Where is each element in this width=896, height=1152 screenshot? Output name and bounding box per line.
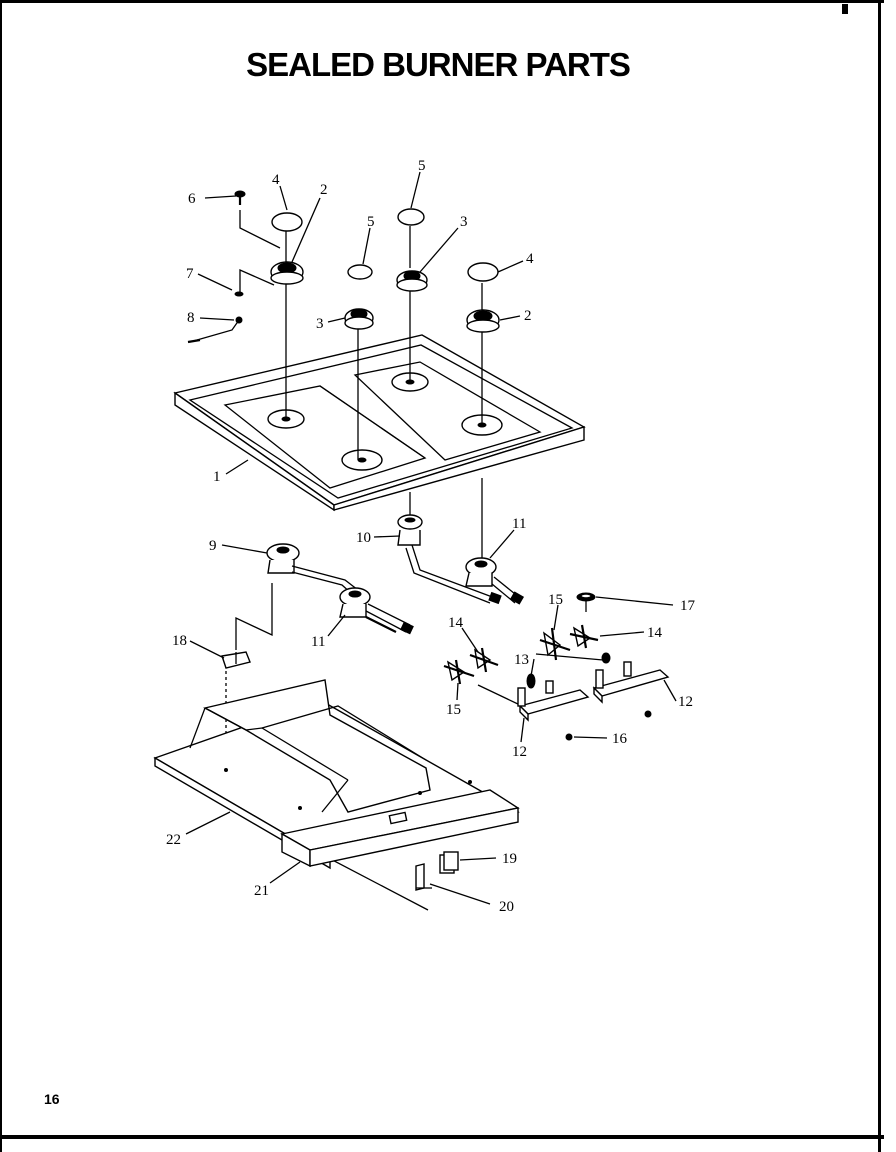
valve-15-right	[539, 627, 571, 661]
callout-7: 7	[186, 266, 194, 282]
callout-3-rear: 3	[460, 214, 468, 230]
callout-5-front: 5	[367, 214, 375, 230]
burner-base-11-right	[465, 557, 525, 605]
callout-1: 1	[213, 469, 221, 485]
clip-7	[234, 291, 244, 297]
callout-21: 21	[254, 883, 269, 899]
burner-caps	[271, 208, 499, 282]
valve-14-left	[469, 647, 499, 673]
valve-14-right	[569, 624, 599, 649]
callout-17: 17	[680, 598, 696, 614]
bracket-12-left	[517, 680, 590, 722]
screws-16	[565, 710, 652, 741]
callout-16: 16	[612, 731, 628, 747]
callout-numbers: 1 2 2 3 3 4 4 5 5 6 7 8 9 10 11 11 12 12…	[166, 158, 696, 915]
burner-box-22	[153, 679, 520, 870]
callout-5-rear: 5	[418, 158, 426, 174]
callout-15-left: 15	[446, 702, 461, 718]
callout-22: 22	[166, 832, 181, 848]
bracket-18	[221, 651, 251, 669]
cooktop-1	[173, 334, 586, 512]
spring-13	[526, 652, 611, 689]
burner-head-3-rear	[396, 270, 428, 292]
burner-head-2-right	[466, 309, 500, 333]
grommet-17	[576, 592, 596, 602]
burner-base-9	[266, 543, 359, 595]
burner-base-11-left	[339, 587, 414, 635]
callout-2-left: 2	[320, 182, 328, 198]
callout-12-left: 12	[512, 744, 527, 760]
callout-14-right: 14	[647, 625, 663, 641]
page-title: SEALED BURNER PARTS	[246, 46, 631, 83]
callout-11-right: 11	[512, 516, 526, 532]
callout-18: 18	[172, 633, 187, 649]
electrode-8	[187, 316, 243, 344]
callout-12-right: 12	[678, 694, 693, 710]
burner-head-3-front	[344, 308, 374, 330]
callout-11-left: 11	[311, 634, 325, 650]
callout-20: 20	[499, 899, 514, 915]
callout-2-right: 2	[524, 308, 532, 324]
callout-3-front: 3	[316, 316, 324, 332]
screw-6	[234, 190, 246, 205]
bracket-20	[415, 863, 432, 891]
leader-lines	[185, 171, 677, 905]
bracket-12-right	[592, 661, 670, 704]
callout-9: 9	[209, 538, 217, 554]
callout-8: 8	[187, 310, 195, 326]
valve-15-left	[443, 659, 475, 685]
burner-base-10	[397, 514, 502, 605]
callout-14-left: 14	[448, 615, 464, 631]
callout-15-right: 15	[548, 592, 563, 608]
callout-13: 13	[514, 652, 529, 668]
page-number: 16	[44, 1091, 60, 1107]
burner-head-2-left	[270, 261, 304, 285]
callout-10: 10	[356, 530, 371, 546]
callout-19: 19	[502, 851, 517, 867]
callout-6: 6	[188, 191, 196, 207]
callout-4-right: 4	[526, 251, 534, 267]
receptacle-19	[439, 851, 459, 874]
callout-4-left: 4	[272, 172, 280, 188]
